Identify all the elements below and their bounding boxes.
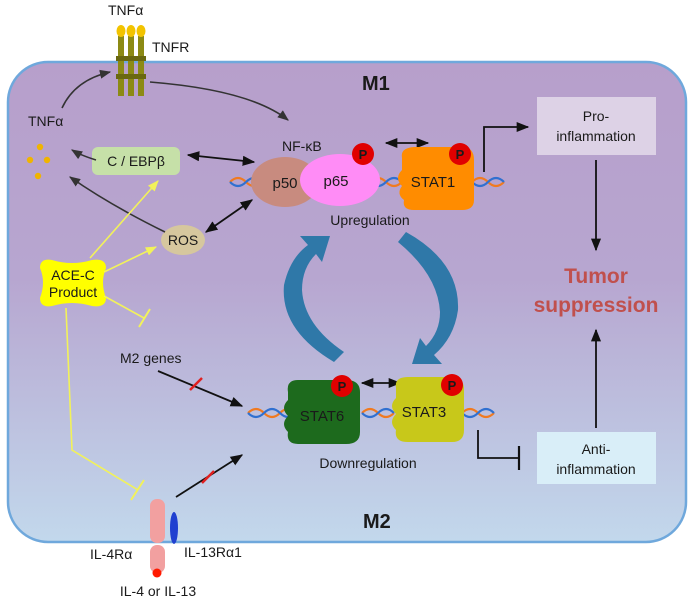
ace-to-ros-arrow [103, 246, 158, 273]
stat1-label: STAT1 [411, 174, 455, 191]
p50-label: p50 [272, 175, 297, 192]
cebp-beta-label: C / EBPβ [107, 153, 165, 169]
tnfa-left-label: TNFα [28, 113, 63, 129]
dna-strand-bottom-icon [247, 407, 495, 419]
m2-genes-label: M2 genes [120, 350, 181, 366]
tnfa-molecule-dots-icon [26, 143, 51, 180]
stat6-phospho-label: P [338, 379, 347, 394]
stat3-label: STAT3 [402, 404, 446, 421]
ace-inhibit-il4r-line [65, 307, 139, 491]
tnfr-to-nfkb-arrow [149, 81, 289, 121]
stat3-phospho-badge [441, 374, 463, 396]
tnfa-top-label: TNFα [108, 2, 143, 18]
anti-inflammation-line1: Anti- [582, 441, 611, 457]
cebp-to-tnfa-arrow [71, 149, 97, 161]
pro-inflammation-line2: inflammation [556, 128, 635, 144]
cebp-nfkb-double-arrow [186, 151, 256, 166]
tnfr-label: TNFR [152, 39, 189, 55]
ace-inhibit-m2-genes-line [103, 295, 145, 319]
stat1-to-pro-inflammation-arrow [483, 121, 530, 172]
ace-c-line2: Product [49, 284, 97, 300]
il4r-block-mark [201, 470, 215, 484]
downregulation-label: Downregulation [319, 455, 416, 471]
il4-receptor-complex-icon [150, 499, 178, 578]
tumor-line1: Tumor [564, 265, 628, 288]
ros-nfkb-double-arrow [204, 199, 254, 233]
m1-label: M1 [362, 73, 390, 95]
stat1-phospho-badge [449, 143, 471, 165]
tnfr-receptor-icon [116, 25, 146, 96]
ace-to-cebp-arrow [89, 180, 159, 259]
stat1-phospho-label: P [456, 147, 465, 162]
tnfa-to-tnfr-arrow [61, 69, 112, 109]
ace-c-product-node [40, 259, 106, 307]
stat6-phospho-badge [331, 375, 353, 397]
p65-subunit [300, 154, 380, 206]
m2-label: M2 [363, 511, 391, 533]
pro-inflammation-line1: Pro- [583, 108, 610, 124]
stat3-phospho-label: P [448, 378, 457, 393]
p65-label: p65 [323, 173, 348, 190]
anti-inflammation-box [537, 432, 656, 484]
cell-membrane [6, 60, 688, 544]
ros-to-tnfa-arrow [69, 176, 166, 233]
stat6-label: STAT6 [300, 408, 344, 425]
il13ra1-label: IL-13Rα1 [184, 544, 242, 560]
p65-phospho-label: P [359, 147, 368, 162]
ace-inhibit-m2-genes-bar [138, 308, 151, 328]
p50-subunit [251, 157, 319, 207]
m2-genes-to-stat6-arrow [157, 370, 244, 407]
ace-c-line1: ACE-C [51, 267, 95, 283]
tumor-line2: suppression [534, 294, 659, 317]
ros-label: ROS [168, 232, 198, 248]
ligand-label: IL-4 or IL-13 [120, 583, 196, 599]
m2-genes-block-mark [189, 377, 203, 391]
p65-phospho-badge [352, 143, 374, 165]
cebp-beta-box [92, 147, 180, 175]
anti-inflammation-line2: inflammation [556, 461, 635, 477]
il4ra-label: IL-4Rα [90, 546, 132, 562]
ace-inhibit-il4r-bar [130, 479, 145, 501]
upregulation-label: Upregulation [330, 212, 409, 228]
stat3-to-anti-inhibit-line [477, 430, 518, 459]
nfkb-label: NF-κB [282, 138, 322, 154]
pro-inflammation-box [537, 97, 656, 155]
feedback-cycle-arrows-icon [283, 232, 459, 364]
ros-node [161, 225, 205, 255]
